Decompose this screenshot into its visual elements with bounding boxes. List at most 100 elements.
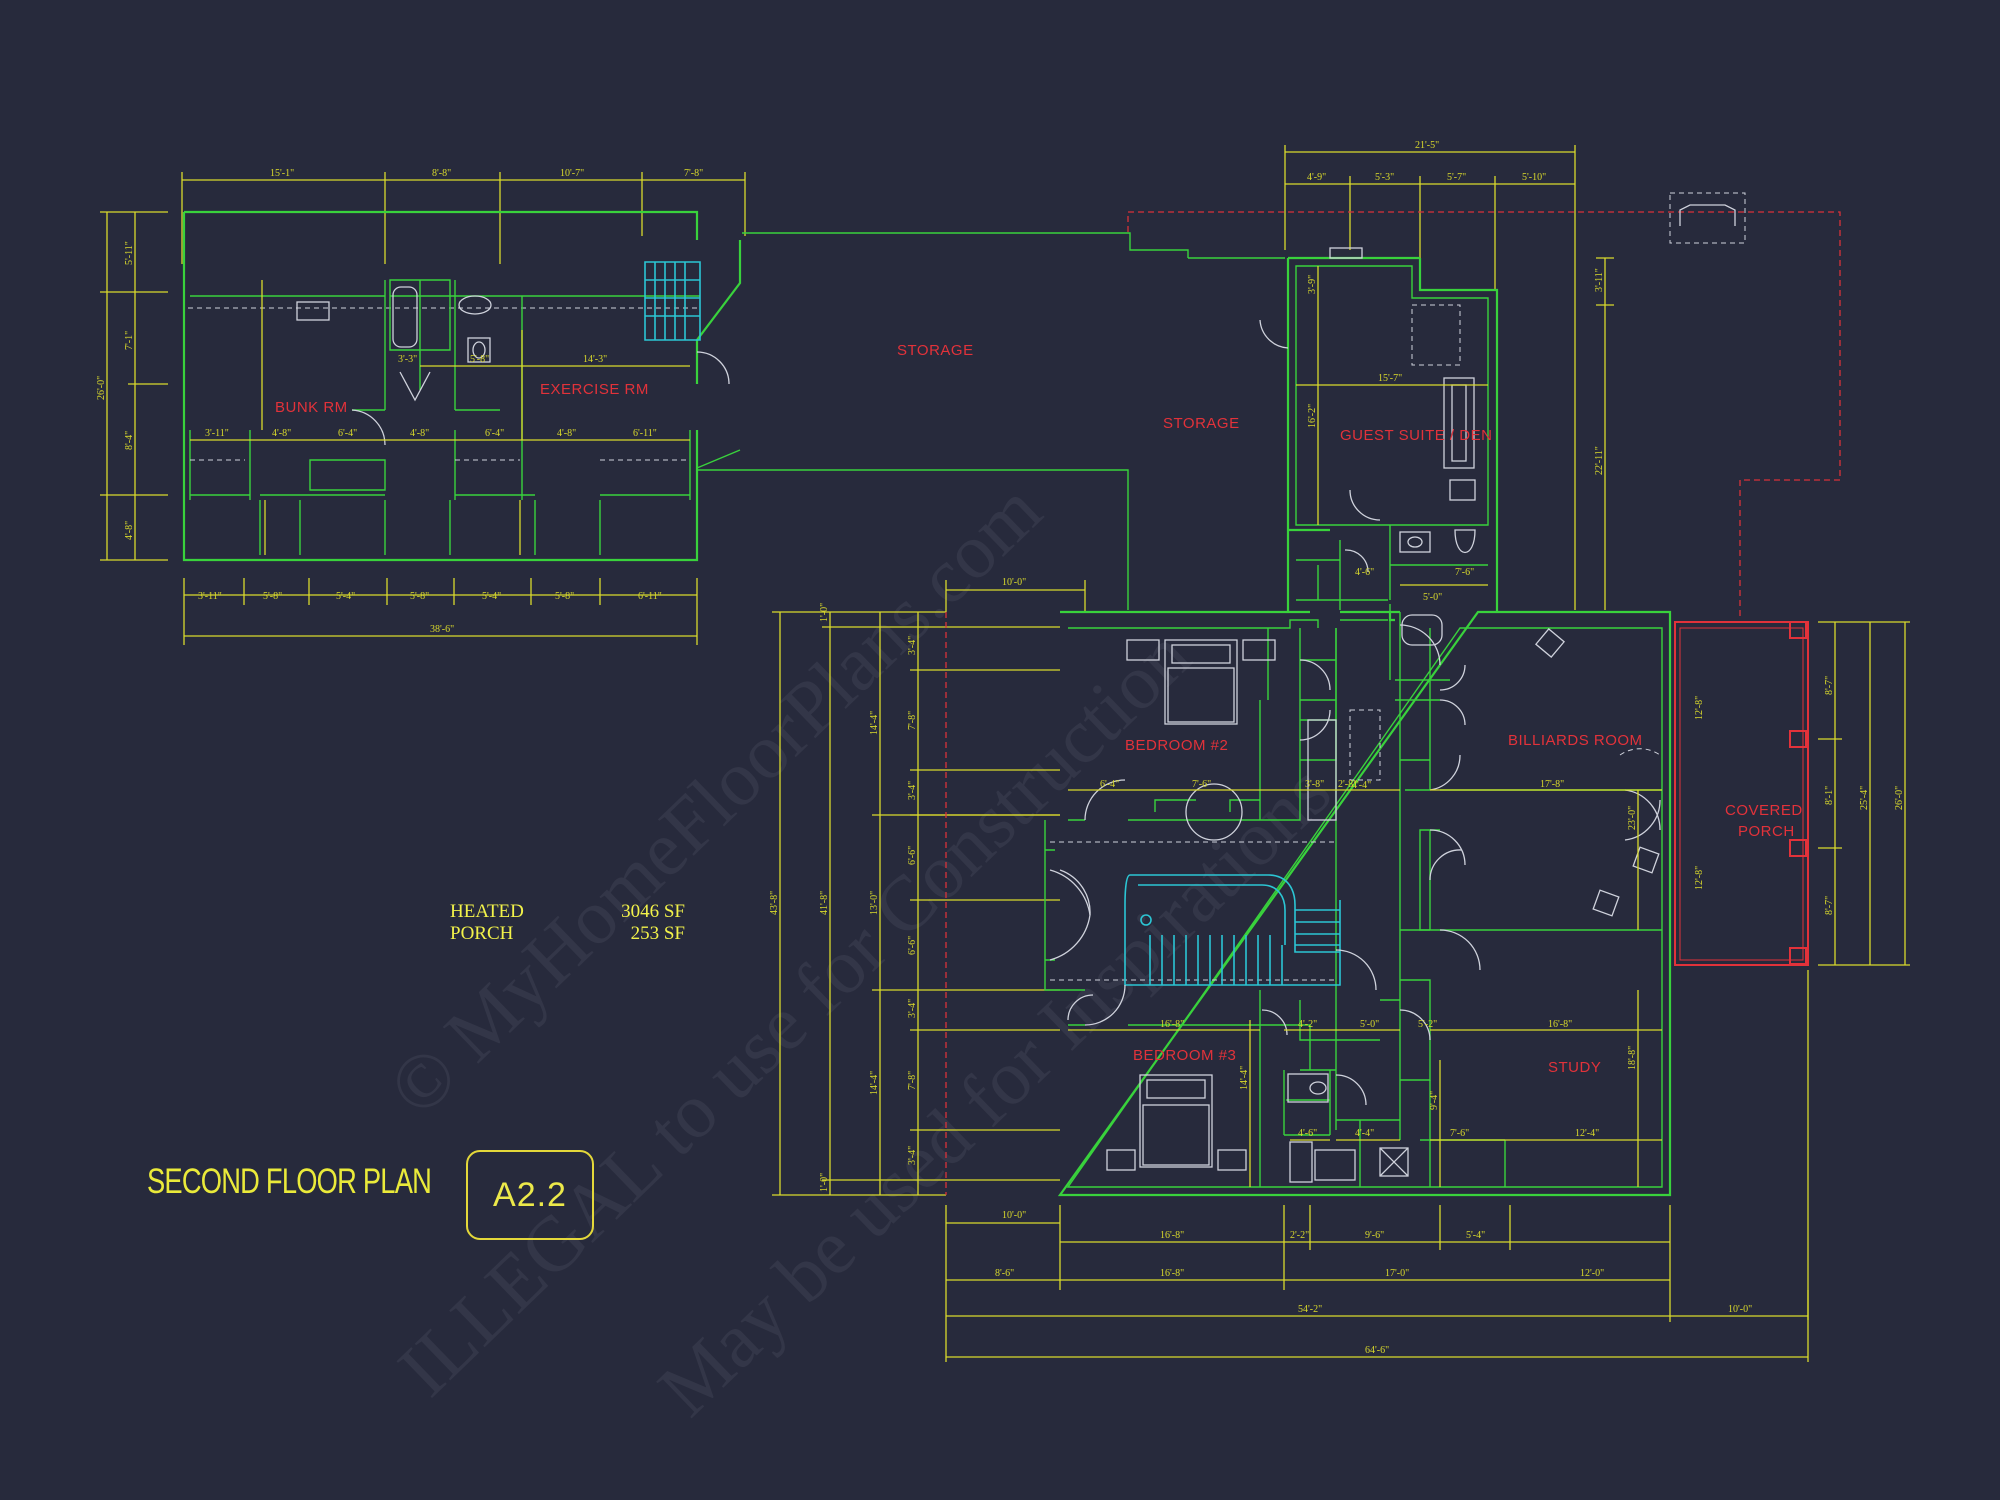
fixture-line <box>467 337 491 363</box>
fixture-line <box>296 301 330 321</box>
dim-left-side-3: 8'-4" <box>124 431 135 450</box>
storage-attic: STORAGE STORAGE <box>696 232 1285 610</box>
fixture-line <box>472 341 486 359</box>
dim-main-bottom-r2-2: 16'-8" <box>1160 1268 1184 1279</box>
dim-left-inner-1: 3'-11" <box>205 428 229 439</box>
fixture-line <box>1307 719 1337 821</box>
dim-main-bottom-r2-4: 12'-0" <box>1580 1268 1604 1279</box>
area-label: HEATED <box>450 901 524 922</box>
fixture-line <box>399 371 431 402</box>
fixture-line <box>1411 304 1461 366</box>
dim-guest-inner-6: 5'-0" <box>1423 592 1442 603</box>
room-label-covered-porch-1: COVERED <box>1725 802 1803 819</box>
fixture-line <box>1443 377 1475 469</box>
dim-left-bottom-5: 5'-4" <box>482 591 501 602</box>
wall-line <box>1066 619 1663 1188</box>
dim-left-inner-8: 14'-3" <box>583 354 607 365</box>
fixture-line <box>1399 531 1431 553</box>
fixture-line <box>1106 1149 1136 1171</box>
fixture-line <box>1126 639 1160 661</box>
dim-main-bottom-total-1: 54'-2" <box>1298 1304 1322 1315</box>
fixture-line <box>1449 479 1476 501</box>
dim-left-inner-3: 6'-4" <box>338 428 357 439</box>
dim-main-inner-2: 7'-6" <box>1192 779 1211 790</box>
dim-left-bottom-2: 5'-8" <box>263 591 282 602</box>
dim-main-left-inner-8: 3'-4" <box>907 1146 918 1165</box>
room-label-study: STUDY <box>1548 1059 1601 1076</box>
dim-left-bottom-total: 38'-6" <box>430 624 454 635</box>
dim-left-side-total: 26'-0" <box>96 376 107 400</box>
wall-line <box>352 280 523 430</box>
dim-main-left-mid: 41'-8" <box>819 891 830 915</box>
dim-left-inner-5: 6'-4" <box>485 428 504 439</box>
outline-line <box>1127 211 1841 620</box>
wall-line <box>1068 628 1337 821</box>
dim-main-inner-13: 4'-4" <box>1355 1128 1374 1139</box>
fixture-line <box>1289 1141 1313 1183</box>
fixture-line <box>1335 949 1377 991</box>
dim-left-top-4: 7'-8" <box>684 168 703 179</box>
fixture-line <box>1217 1149 1247 1171</box>
dim-left-inner-7: 6'-11" <box>633 428 657 439</box>
dim-main-left-inner-1: 3'-4" <box>907 636 918 655</box>
fixture-line <box>1679 204 1736 226</box>
fixture-line <box>1429 829 1466 866</box>
dim-main-inner-11: 5'-2" <box>1418 1019 1437 1030</box>
outline-line <box>1674 621 1809 966</box>
dim-main-inner-20: 12'-8" <box>1694 696 1705 720</box>
dim-main-bottom-total-2: 64'-6" <box>1365 1345 1389 1356</box>
dim-main-left-inner-6: 3'-4" <box>907 999 918 1018</box>
fixture-line <box>1429 754 1461 791</box>
fixture-line <box>1439 699 1466 726</box>
dim-main-inner-15: 12'-4" <box>1575 1128 1599 1139</box>
dim-main-left-inner-5: 6'-6" <box>907 936 918 955</box>
wall-line <box>697 232 1189 610</box>
dim-balcony-top: 10'-0" <box>1002 577 1026 588</box>
dim-left-top-1: 15'-1" <box>270 168 294 179</box>
fixture-line <box>1399 624 1441 666</box>
fixture-line <box>1084 779 1126 821</box>
dim-porch-side-total: 25'-4" <box>1859 786 1870 810</box>
dim-left-inner-4: 4'-8" <box>410 428 429 439</box>
plan-line <box>1140 914 1152 926</box>
fixture-line <box>1287 1073 1329 1103</box>
fixture-line <box>1167 667 1235 723</box>
wall-line <box>696 257 1285 469</box>
dim-left-side-2: 7'-1" <box>124 331 135 350</box>
fixture-line <box>392 286 418 348</box>
fixture-line <box>1335 1074 1367 1106</box>
plan-title: SECOND FLOOR PLAN <box>147 1162 432 1201</box>
watermark: © MyHomeFloorPlans.com ILLEGAL to use fo… <box>371 466 1347 1433</box>
dim-main-left-part-3: 14'-4" <box>869 1071 880 1095</box>
fixture-line <box>1624 799 1661 841</box>
area-value: 253 SF <box>630 923 685 944</box>
fixture-line <box>1142 1104 1210 1166</box>
fixture-line <box>1067 994 1094 1021</box>
dim-main-left-end-2: 1'-0" <box>819 1173 830 1192</box>
fixture-line <box>1171 644 1231 664</box>
wall-line <box>1380 604 1450 1140</box>
dim-main-inner-17: 18'-8" <box>1627 1046 1638 1070</box>
outline-line <box>1789 621 1807 639</box>
outline-line <box>1789 839 1807 857</box>
wall-line <box>389 279 451 351</box>
dim-left-bottom-6: 5'-8" <box>555 591 574 602</box>
dim-porch-right-total: 26'-0" <box>1894 786 1905 810</box>
dim-left-inner-10: 5'-8" <box>470 354 489 365</box>
wall-line <box>1295 265 1489 526</box>
dim-main-inner-14: 7'-6" <box>1450 1128 1469 1139</box>
dim-left-top-3: 10'-7" <box>560 168 584 179</box>
room-label-storage-1: STORAGE <box>897 342 974 359</box>
fixture-line <box>1624 789 1661 831</box>
dim-main-inner-8: 16'-8" <box>1548 1019 1572 1030</box>
stair-line <box>644 261 701 341</box>
dim-left-inner-6: 4'-8" <box>557 428 576 439</box>
dim-left-bottom-4: 5'-8" <box>410 591 429 602</box>
room-label-exercise: EXERCISE RM <box>540 381 649 398</box>
dim-main-inner-5: 17'-8" <box>1540 779 1564 790</box>
fixture-line <box>1399 1009 1431 1041</box>
fixture-line <box>1185 783 1243 841</box>
fixture-line <box>1242 639 1276 661</box>
